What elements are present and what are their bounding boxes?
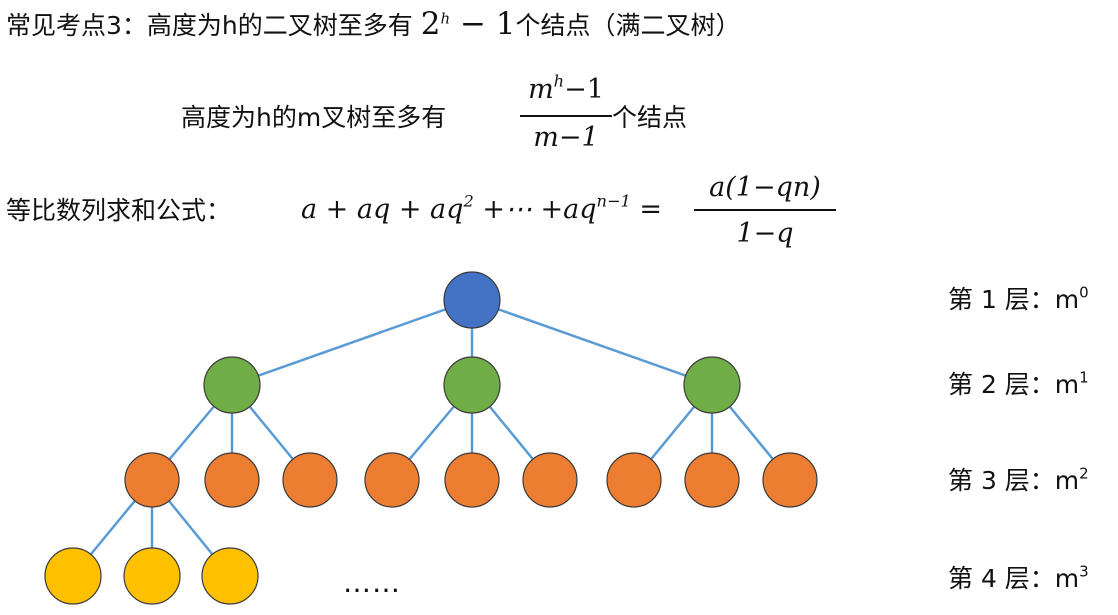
tree-node-b1 xyxy=(364,452,420,508)
level-label-1: 第 1 层：m0 xyxy=(948,283,1089,314)
tree-node-b xyxy=(443,356,501,414)
geom-fraction-bar xyxy=(694,209,836,211)
tree-node-b3 xyxy=(522,452,578,508)
geom-fraction: a(1−qn) 1−q xyxy=(694,172,836,254)
mtree-num-exp: h xyxy=(553,71,565,91)
tree-node-c3 xyxy=(762,452,818,508)
geom-lhs-exp1: 2 xyxy=(463,191,474,211)
tree-node-c2 xyxy=(684,452,740,508)
title-line: 常见考点3：高度为h的二叉树至多有 2h − 1个结点（满二叉树） xyxy=(6,9,741,40)
level-3-exp: 2 xyxy=(1079,464,1089,483)
level-3-text: 第 3 层：m xyxy=(948,466,1080,495)
mtree-prefix: 高度为h的m叉树至多有 xyxy=(181,103,447,132)
level-4-exp: 3 xyxy=(1079,562,1089,581)
tree-node-d1 xyxy=(44,547,102,605)
level-2-exp: 1 xyxy=(1079,368,1089,387)
mtree-num-rest: −1 xyxy=(564,74,604,105)
mtree-denominator: m−1 xyxy=(533,122,599,153)
level-1-exp: 0 xyxy=(1079,283,1089,302)
geom-text: 等比数列求和公式： xyxy=(6,198,231,223)
mtree-suffix: 个结点 xyxy=(612,103,688,132)
level-label-4: 第 4 层：m3 xyxy=(948,562,1089,593)
tree-node-a1 xyxy=(124,452,180,508)
title-base: 2 xyxy=(420,6,441,42)
tree-node-d3 xyxy=(201,547,259,605)
geom-lhs-mid: +⋯ +aq xyxy=(473,194,597,225)
tree-edge-root-a xyxy=(231,298,473,387)
tree-node-a2 xyxy=(204,452,260,508)
mtree-suffix-line: 个结点 xyxy=(612,105,687,130)
level-label-2: 第 2 层：m1 xyxy=(948,368,1089,399)
geom-numerator: a(1−qn) xyxy=(709,172,821,203)
level-4-text: 第 4 层：m xyxy=(948,564,1080,593)
ellipsis-text: …… xyxy=(343,566,401,599)
geom-equals: = xyxy=(630,194,663,225)
level-label-3: 第 3 层：m2 xyxy=(948,464,1089,495)
geom-prefix: 等比数列求和公式： xyxy=(6,196,232,225)
tree-node-a3 xyxy=(282,452,338,508)
title-exp: h xyxy=(440,9,451,28)
level-2-text: 第 2 层：m xyxy=(948,370,1080,399)
geom-denominator: 1−q xyxy=(736,218,794,249)
mtree-numerator: mh−1 xyxy=(520,71,612,105)
tree-node-c xyxy=(683,356,741,414)
title-suffix: 个结点（满二叉树） xyxy=(515,11,741,40)
mtree-text: 高度为h的m叉树至多有 xyxy=(181,105,446,130)
tree-node-d2 xyxy=(123,547,181,605)
level-1-text: 第 1 层：m xyxy=(948,285,1080,314)
tree-node-root xyxy=(443,271,501,329)
mtree-num-base: m xyxy=(528,74,554,105)
tree-edge-root-c xyxy=(471,298,713,387)
tree-node-a xyxy=(203,356,261,414)
title-rest: − 1 xyxy=(450,6,516,42)
tree-node-b2 xyxy=(444,452,500,508)
geom-lhs-a: a + aq + aq xyxy=(301,194,464,225)
geom-lhs: a + aq + aq2 +⋯ +aqn−1 = xyxy=(301,193,663,225)
mtree-fraction: mh−1 m−1 xyxy=(520,71,612,158)
tree-node-c1 xyxy=(606,452,662,508)
title-prefix: 常见考点3：高度为h的二叉树至多有 xyxy=(6,11,421,40)
geom-lhs-exp2: n−1 xyxy=(596,191,631,211)
mtree-fraction-bar xyxy=(520,115,612,117)
